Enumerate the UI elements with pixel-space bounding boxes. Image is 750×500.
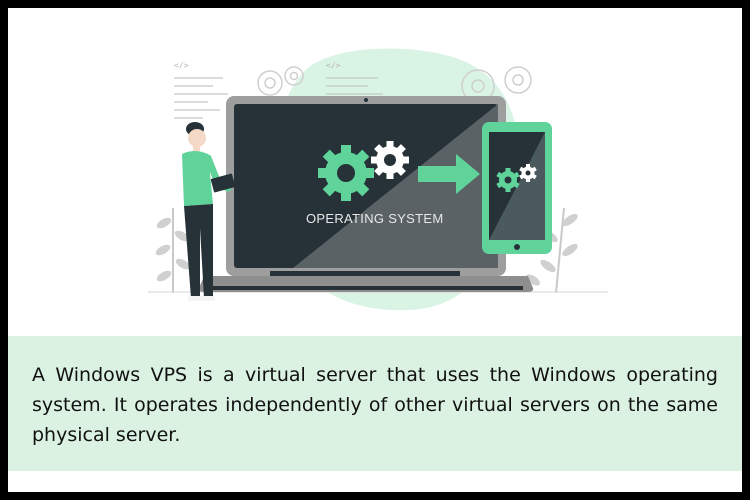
- tablet: [210, 173, 236, 193]
- code-snippet-center: </>: [326, 61, 383, 95]
- image-frame: </> </>: [8, 8, 742, 492]
- code-tag-icon: </>: [326, 61, 341, 70]
- outline-gears-left: [257, 66, 304, 96]
- vps-illustration: </> </>: [148, 48, 608, 311]
- screen-label: OPERATING SYSTEM: [306, 211, 443, 226]
- caption-box: A Windows VPS is a virtual server that u…: [8, 336, 742, 471]
- plant-left: [155, 208, 191, 293]
- gear-icon: [318, 145, 374, 201]
- person-figure: [182, 122, 236, 301]
- gear-icon: [496, 168, 520, 192]
- person-head: [188, 129, 206, 147]
- phone-home-button: [514, 244, 520, 250]
- code-snippet-left: </>: [174, 61, 228, 119]
- person-pants: [184, 204, 213, 298]
- gear-icon: [519, 164, 537, 182]
- person-shirt: [182, 151, 213, 206]
- gear-icon: [371, 141, 409, 179]
- code-tag-icon: </>: [174, 61, 189, 70]
- webcam-icon: [364, 98, 368, 102]
- caption-text: A Windows VPS is a virtual server that u…: [32, 364, 718, 446]
- arrow-right-icon: [418, 154, 480, 194]
